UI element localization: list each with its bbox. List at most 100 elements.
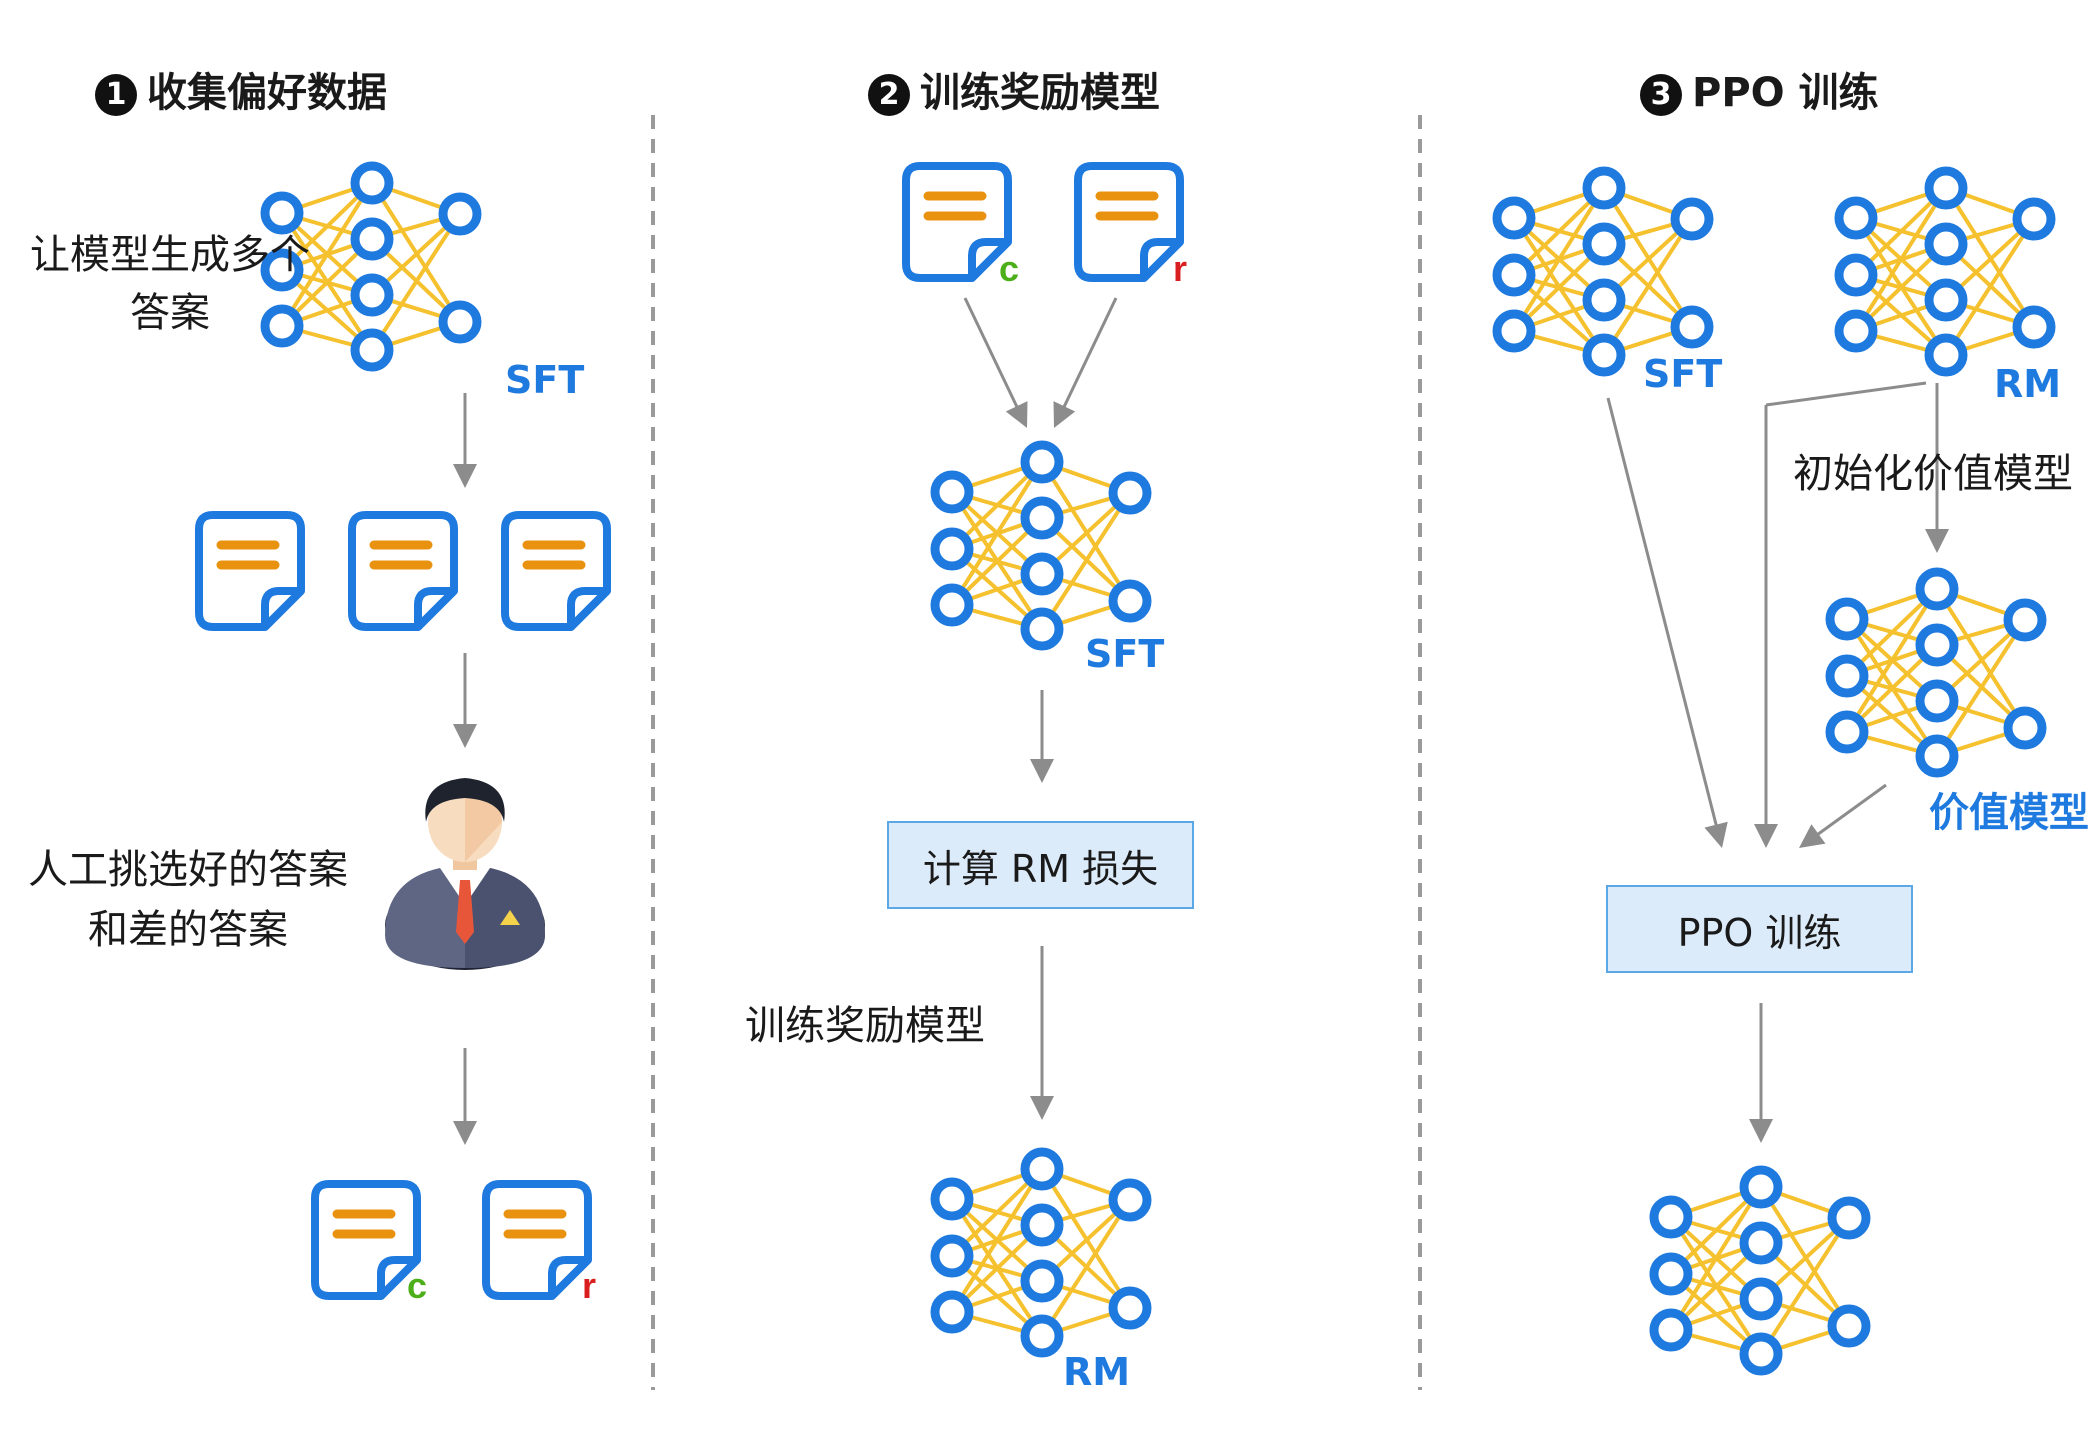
value-model-label: 价值模型 bbox=[1929, 790, 2089, 836]
arrow-rm-to-ppo-head bbox=[1754, 824, 1778, 848]
network-node bbox=[1739, 1221, 1783, 1265]
arrow-chosen-to-sft bbox=[963, 297, 1020, 411]
arrow-ppo-to-output-head bbox=[1749, 1119, 1773, 1143]
network-node bbox=[1020, 1147, 1064, 1191]
network-node bbox=[1020, 1203, 1064, 1247]
network-node bbox=[930, 583, 974, 627]
network-edge bbox=[1854, 186, 1948, 333]
rm-network-icon-col3 bbox=[1834, 166, 2056, 377]
rm-label-col3: RM bbox=[1994, 362, 2062, 406]
network-node bbox=[930, 527, 974, 571]
chosen-mark-col1: c bbox=[407, 1265, 428, 1306]
network-node bbox=[1649, 1308, 1693, 1352]
network-edge bbox=[1512, 186, 1606, 333]
generate-answers-line2: 答案 bbox=[130, 290, 210, 336]
arrowhead bbox=[453, 724, 477, 748]
network-node bbox=[1825, 597, 1869, 641]
rejected-mark-col1: r bbox=[582, 1265, 597, 1306]
chosen-mark-col2: c bbox=[999, 248, 1020, 289]
network-edge bbox=[1935, 618, 2027, 758]
network-node bbox=[1739, 1332, 1783, 1376]
arrowhead bbox=[1053, 401, 1076, 428]
network-node bbox=[930, 470, 974, 514]
network-node bbox=[260, 191, 304, 235]
document-body bbox=[348, 511, 458, 631]
network-node bbox=[1827, 1304, 1871, 1348]
network-node bbox=[438, 300, 482, 344]
rejected-document-icon-col1 bbox=[482, 1180, 592, 1300]
answer-document-icon-1 bbox=[195, 511, 305, 631]
sft-network-icon-col2 bbox=[930, 440, 1152, 651]
network-node bbox=[1020, 1314, 1064, 1358]
network-node bbox=[1108, 1178, 1152, 1222]
arrow-sft-to-ppo bbox=[1606, 397, 1719, 829]
arrow-answers-to-human-head bbox=[453, 724, 477, 748]
sft-label-col3: SFT bbox=[1643, 352, 1723, 396]
network-edge bbox=[1845, 587, 1939, 734]
chosen-document-icon-col2 bbox=[902, 162, 1012, 282]
arrow-value-to-ppo bbox=[1814, 783, 1887, 838]
network-node bbox=[2003, 598, 2047, 642]
init-value-model-label: 初始化价值模型 bbox=[1793, 451, 2073, 497]
step3-number-badge: 3 bbox=[1640, 74, 1682, 116]
network-node bbox=[1739, 1165, 1783, 1209]
arrow-value-to-ppo-head bbox=[1799, 824, 1826, 848]
arrow-rejected-to-sft-head bbox=[1053, 401, 1076, 428]
network-edge bbox=[1944, 217, 2036, 357]
arrow-sft-to-loss-head bbox=[1030, 759, 1054, 783]
network-edge bbox=[950, 460, 1044, 607]
document-fold bbox=[261, 587, 301, 627]
document-body bbox=[482, 1180, 592, 1300]
sft-label-col2: SFT bbox=[1085, 632, 1165, 676]
step2-title-text: 训练奖励模型 bbox=[920, 70, 1160, 116]
sft-network-icon-col3 bbox=[1492, 166, 1714, 377]
sft-label-col1: SFT bbox=[505, 358, 585, 402]
network-node bbox=[1020, 607, 1064, 651]
human-ranking-label: 人工挑选好的答案 和差的答案 bbox=[18, 840, 358, 960]
value-network-icon-col3 bbox=[1825, 567, 2047, 778]
rm-label-col2: RM bbox=[1063, 1350, 1131, 1394]
ppo-output-network-icon-col3 bbox=[1649, 1165, 1871, 1376]
person-hair bbox=[425, 778, 505, 822]
sft-network-icon-col1 bbox=[260, 161, 482, 372]
arrow-rejected-to-sft bbox=[1061, 297, 1118, 411]
network-node bbox=[1108, 471, 1152, 515]
network-node bbox=[260, 304, 304, 348]
network-node bbox=[1915, 679, 1959, 723]
arrowhead bbox=[1030, 759, 1054, 783]
network-node bbox=[2012, 197, 2056, 241]
arrow-chosen-to-sft-head bbox=[1005, 401, 1028, 428]
network-node bbox=[930, 1234, 974, 1278]
arrow-sft-to-answers-head bbox=[453, 464, 477, 488]
network-node bbox=[1108, 579, 1152, 623]
network-node bbox=[1492, 309, 1536, 353]
person-badge bbox=[500, 910, 520, 925]
network-edge bbox=[1040, 491, 1132, 631]
network-edge bbox=[1040, 1198, 1132, 1338]
step1-title-text: 收集偏好数据 bbox=[147, 70, 387, 116]
arrowhead bbox=[453, 464, 477, 488]
step3-title-text: PPO 训练 bbox=[1692, 70, 1879, 116]
rejected-document-icon-col2 bbox=[1074, 162, 1184, 282]
step1-number-badge: 1 bbox=[95, 74, 137, 116]
document-body bbox=[501, 511, 611, 631]
network-node bbox=[930, 1290, 974, 1334]
network-node bbox=[1825, 654, 1869, 698]
network-node bbox=[438, 192, 482, 236]
network-node bbox=[1915, 567, 1959, 611]
network-node bbox=[2012, 305, 2056, 349]
network-node bbox=[1834, 196, 1878, 240]
arrow-rm-to-ppo-segment bbox=[1765, 381, 1927, 407]
network-edge bbox=[950, 1167, 1044, 1314]
network-edge bbox=[280, 181, 374, 328]
network-node bbox=[1834, 309, 1878, 353]
human-ranking-line2: 和差的答案 bbox=[88, 907, 288, 953]
network-node bbox=[350, 328, 394, 372]
network-node bbox=[1582, 166, 1626, 210]
network-node bbox=[1020, 496, 1064, 540]
train-reward-model-label: 训练奖励模型 bbox=[745, 1003, 985, 1049]
network-node bbox=[1649, 1195, 1693, 1239]
